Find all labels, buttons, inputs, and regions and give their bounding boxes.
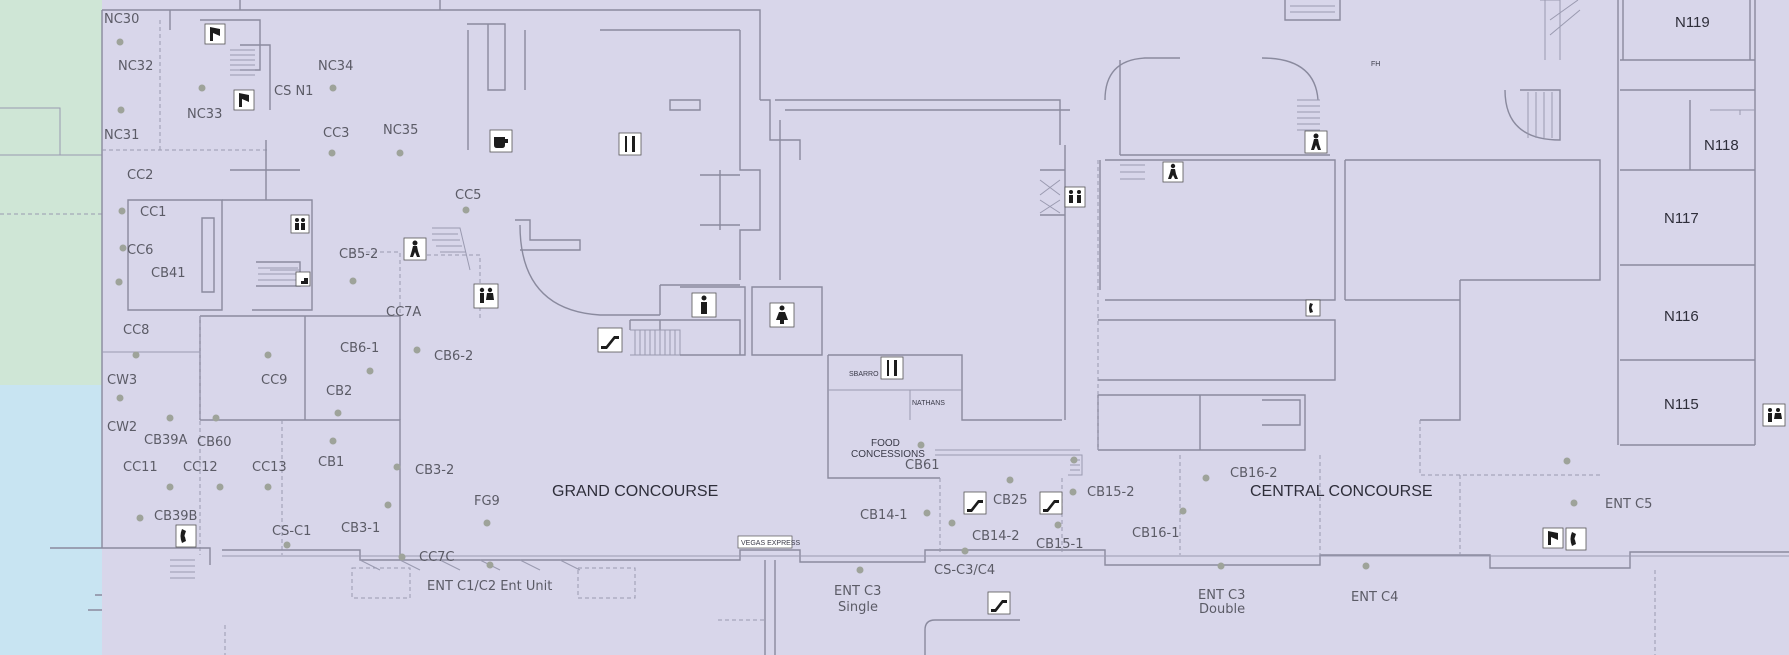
booth-label[interactable]: CB2 [326,384,352,399]
room-label[interactable]: N117 [1664,210,1699,227]
booth-label[interactable]: CC5 [455,188,481,203]
zone-blue [0,385,102,655]
elevator-icon[interactable] [1064,186,1086,208]
booth-markers [115,38,1578,574]
vendor-label: NATHANS [912,400,945,407]
booth-label[interactable]: CB15-1 [1036,537,1084,552]
entrance-label[interactable]: ENT C4 [1351,590,1398,605]
booth-label[interactable]: CC13 [252,460,287,475]
booth-label[interactable]: NC30 [104,12,139,27]
booth-label[interactable]: NC35 [383,123,418,138]
walk-icon[interactable] [403,237,427,261]
room-label[interactable]: N116 [1664,308,1699,325]
vendor-label: VEGAS EXPRESS [741,540,800,547]
womens-restroom-icon[interactable] [769,302,795,328]
booth-label[interactable]: CB3-2 [415,463,454,478]
info-icon[interactable] [204,23,226,45]
entrance-label[interactable]: ENT C3 [834,584,881,599]
booth-label[interactable]: NC31 [104,128,139,143]
fire-hose-label: FH [1371,61,1380,68]
vendor-label: SBARRO [849,371,879,378]
booth-label[interactable]: CB14-2 [972,529,1020,544]
booth-label[interactable]: CB5-2 [339,247,378,262]
telephone-icon[interactable] [1565,527,1587,551]
elevator-icon[interactable] [290,214,310,234]
booth-label[interactable]: CB60 [197,435,232,450]
booth-label[interactable]: CC2 [127,168,153,183]
entrance-label[interactable]: ENT C3 [1198,588,1245,603]
entrance-label[interactable]: ENT C5 [1605,497,1652,512]
booth-label[interactable]: CW3 [107,373,137,388]
booth-label[interactable]: CB16-2 [1230,466,1278,481]
booth-label[interactable]: CB14-1 [860,508,908,523]
vendor-label: FOOD [871,438,900,449]
room-label[interactable]: N119 [1675,14,1710,31]
central-concourse-label: CENTRAL CONCOURSE [1250,483,1433,500]
walk-icon[interactable] [1304,130,1328,154]
booth-label[interactable]: CB39B [154,509,197,524]
escalator-icon[interactable] [987,591,1011,615]
booth-label[interactable]: CS-C1 [272,524,311,539]
booth-label[interactable]: CS N1 [274,84,313,99]
telephone-icon[interactable] [1305,299,1321,317]
restaurant-icon[interactable] [880,356,904,380]
booth-label[interactable]: CB3-1 [341,521,380,536]
booth-label[interactable]: CC1 [140,205,166,220]
room-label[interactable]: N118 [1704,137,1739,154]
booth-label[interactable]: NC34 [318,59,353,74]
entrance-label[interactable]: Single [838,600,878,615]
booth-label[interactable]: NC33 [187,107,222,122]
booth-label[interactable]: CC12 [183,460,218,475]
grand-concourse-label: GRAND CONCOURSE [552,483,718,500]
mens-restroom-icon[interactable] [691,292,717,318]
booth-label[interactable]: CB6-2 [434,349,473,364]
booth-label[interactable]: CB15-2 [1087,485,1135,500]
booth-label[interactable]: CB25 [993,493,1028,508]
coffee-icon[interactable] [489,129,513,153]
booth-label[interactable]: CC7A [386,305,421,320]
escalator-icon[interactable] [597,327,623,353]
vendor-label: CONCESSIONS [851,449,925,460]
booth-label[interactable]: CC3 [323,126,349,141]
info-icon[interactable] [233,89,255,111]
booth-label[interactable]: CC7C [419,550,455,565]
restroom-icon[interactable] [1762,403,1786,427]
stairs-icon[interactable] [295,271,311,287]
restroom-icon[interactable] [473,283,499,309]
booth-label[interactable]: CC8 [123,323,149,338]
booth-label[interactable]: NC32 [118,59,153,74]
entrance-label[interactable]: Double [1199,602,1245,617]
escalator-icon[interactable] [963,491,987,515]
booth-label[interactable]: CB16-1 [1132,526,1180,541]
booth-label[interactable]: CB1 [318,455,344,470]
entrance-label[interactable]: ENT C1/C2 Ent Unit [427,579,552,594]
telephone-icon[interactable] [175,524,197,548]
booth-label[interactable]: CS-C3/C4 [934,563,995,578]
booth-label[interactable]: CC6 [127,243,153,258]
entrance-labels: ENT C1/C2 Ent Unit ENT C3 Single ENT C3 … [427,497,1652,617]
room-label[interactable]: N115 [1664,396,1699,413]
booth-label[interactable]: CC9 [261,373,287,388]
walk-icon[interactable] [1162,161,1184,183]
escalator-icon[interactable] [1039,491,1063,515]
zone-green [0,0,102,385]
booth-label[interactable]: CB6-1 [340,341,379,356]
booth-label[interactable]: CC11 [123,460,158,475]
info-icon[interactable] [1542,527,1564,549]
booth-label[interactable]: CB61 [905,458,940,473]
booth-label[interactable]: CW2 [107,420,137,435]
restaurant-icon[interactable] [618,132,642,156]
vegas-express-sign [737,535,793,549]
booth-label[interactable]: CB41 [151,266,186,281]
booth-labels: NC30 NC32 NC34 CS N1 NC33 NC31 CC3 NC35 … [104,12,1278,578]
booth-label[interactable]: FG9 [474,494,500,509]
booth-label[interactable]: CB39A [144,433,188,448]
